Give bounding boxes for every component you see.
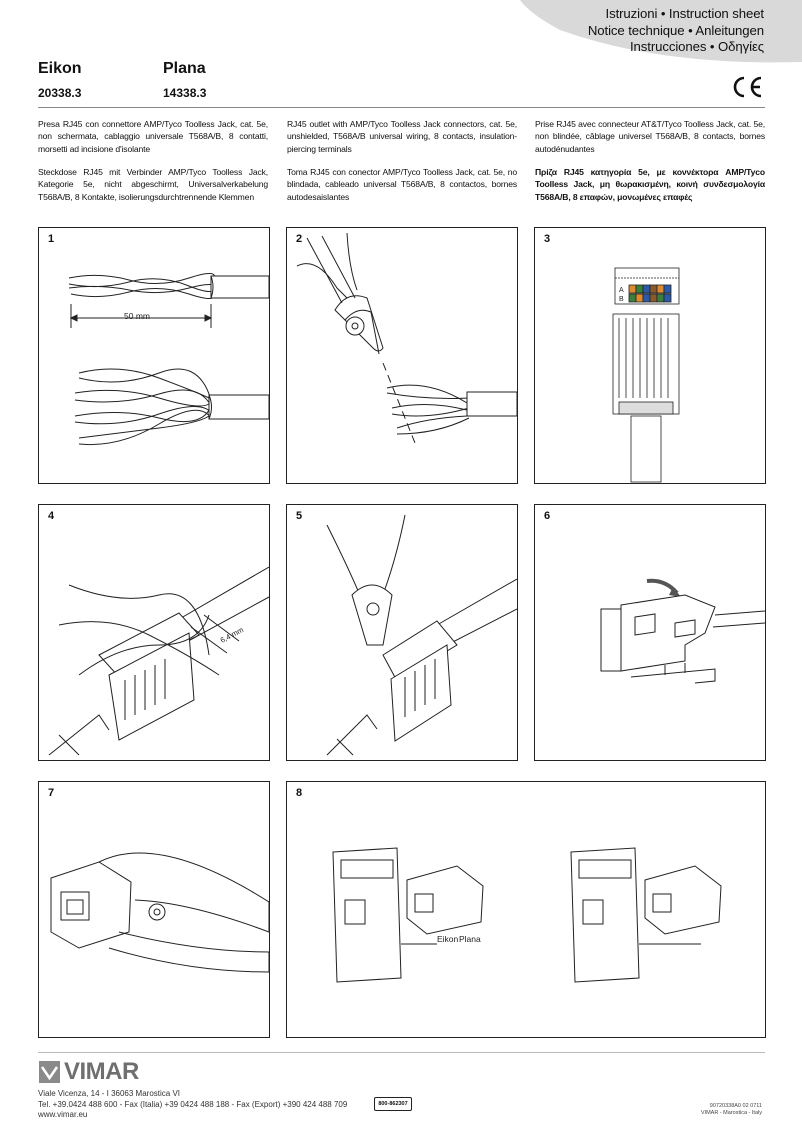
step-7-panel: 7 — [38, 781, 270, 1038]
header-title-line-1: Istruzioni • Instruction sheet — [605, 6, 765, 21]
header-title: Istruzioni • Instruction sheet Notice te… — [588, 6, 764, 56]
step-3-illustration: A B — [612, 267, 680, 483]
step-3-number: 3 — [544, 233, 551, 245]
step-8-illustration: Eikon Plana — [332, 847, 722, 983]
wiring-a-label: A — [619, 287, 624, 294]
step-1-number: 1 — [48, 233, 55, 245]
step-8-number: 8 — [296, 787, 303, 799]
product-code-plana: 14338.3 — [163, 86, 207, 100]
footer-phone: Tel. +39.0424 488 600 - Fax (Italia) +39… — [38, 1099, 348, 1109]
description-el: Πρίζα RJ45 κατηγορία 5e, με κοννέκτορα A… — [535, 167, 765, 202]
product-name-plana: Plana — [163, 60, 206, 77]
step-4-illustration: 6,4 mm — [48, 566, 269, 756]
step-3-panel: A B 3 — [534, 227, 766, 484]
header-title-line-3: Instrucciones • Οδηγίες — [629, 39, 764, 54]
step-7-illustration — [50, 852, 269, 973]
strip-length-label: 50 mm — [124, 311, 150, 321]
eikon-label: Eikon — [437, 934, 459, 944]
plana-label: Plana — [459, 934, 481, 944]
footer-address: Viale Vicenza, 14 - I 36063 Marostica VI — [38, 1089, 181, 1098]
description-it: Presa RJ45 con connettore AMP/Tyco Tooll… — [38, 119, 268, 154]
document-reference: 90720338A0 02 0711 VIMAR - Marostica - I… — [701, 1103, 762, 1117]
footer-divider — [38, 1052, 765, 1053]
step-8-panel: Eikon Plana 8 — [286, 781, 766, 1038]
ce-mark-icon — [733, 76, 762, 98]
step-5-number: 5 — [296, 510, 303, 522]
header-divider — [38, 107, 765, 108]
step-6-panel: 6 — [534, 504, 766, 761]
product-code-eikon: 20338.3 — [38, 86, 82, 100]
footer-website[interactable]: www.vimar.eu — [38, 1110, 88, 1119]
description-en: RJ45 outlet with AMP/Tyco Toolless Jack … — [287, 119, 517, 154]
step-6-illustration — [600, 578, 765, 684]
measurement-label: 6,4 mm — [219, 625, 245, 645]
document-code: 90720338A0 02 0711 — [709, 1103, 762, 1109]
step-7-number: 7 — [48, 787, 55, 799]
brand-logo-text: VIMAR — [64, 1058, 139, 1085]
vimar-logo-icon — [39, 1061, 60, 1083]
step-2-panel: 2 — [286, 227, 518, 484]
service-number-badge: 800-862307 — [374, 1097, 412, 1111]
description-es: Toma RJ45 con conector AMP/Tyco Toolless… — [287, 167, 517, 202]
step-1-illustration: 50 mm — [68, 273, 269, 446]
step-4-panel: 6,4 mm 4 — [38, 504, 270, 761]
description-de: Steckdose RJ45 mit Verbinder AMP/Tyco To… — [38, 167, 268, 202]
step-2-illustration — [296, 232, 517, 444]
description-fr: Prise RJ45 avec connecteur AT&T/Tyco Too… — [535, 119, 765, 154]
step-2-number: 2 — [296, 233, 303, 245]
step-5-illustration — [326, 514, 517, 756]
header-title-line-2: Notice technique • Anleitungen — [587, 22, 764, 38]
step-5-panel: 5 — [286, 504, 518, 761]
document-origin: VIMAR - Marostica - Italy — [700, 1110, 762, 1116]
step-6-number: 6 — [544, 510, 551, 522]
header-background — [520, 0, 802, 63]
wiring-b-label: B — [619, 296, 624, 303]
product-name-eikon: Eikon — [38, 60, 82, 77]
step-1-panel: 50 mm 1 — [38, 227, 270, 484]
step-4-number: 4 — [48, 510, 55, 522]
footer-address-block: Viale Vicenza, 14 - I 36063 Marostica VI… — [38, 1089, 347, 1121]
